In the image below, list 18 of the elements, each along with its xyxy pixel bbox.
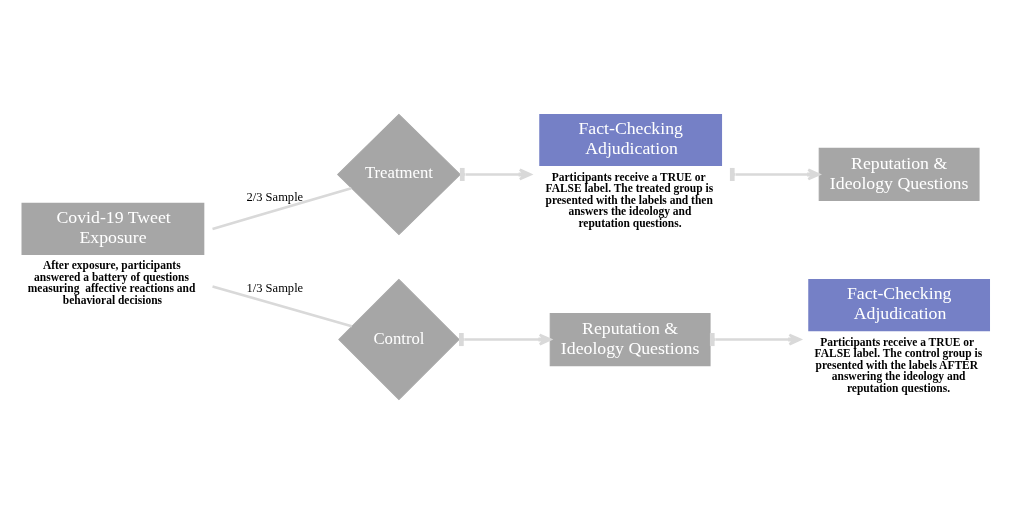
- node-box: Reputation & Ideology Questions: [549, 312, 711, 366]
- arrow: [709, 332, 802, 346]
- arrow: [459, 167, 532, 181]
- node-box: Fact-Checking Adjudication: [539, 113, 723, 166]
- node-box: Reputation & Ideology Questions: [818, 147, 980, 201]
- node-label: Participants receive a TRUE or FALSE label. The treated group is presented with the labels and then answers the ideology and reputation questions.: [545, 170, 714, 228]
- connector: [212, 284, 353, 328]
- node-diamond: Control: [338, 278, 460, 400]
- node-box: Fact-Checking Adjudication: [808, 278, 990, 331]
- node-label: Participants receive a TRUE or FALSE label. The control group is presented with the labels AFTER answering the ideology and reputation questions.: [814, 335, 983, 394]
- connector: [212, 186, 352, 230]
- node-diamond: Treatment: [337, 113, 461, 235]
- edge-label: 1/3 Sample: [246, 280, 304, 295]
- edge-label: 2/3 Sample: [246, 189, 304, 204]
- arrow: [729, 167, 821, 181]
- arrow: [459, 332, 552, 346]
- node-label: After exposure, participants answered a battery of questions measuring affective reactions and behavioral decisions: [27, 258, 196, 306]
- node-box: Covid-19 Tweet Exposure: [21, 202, 205, 255]
